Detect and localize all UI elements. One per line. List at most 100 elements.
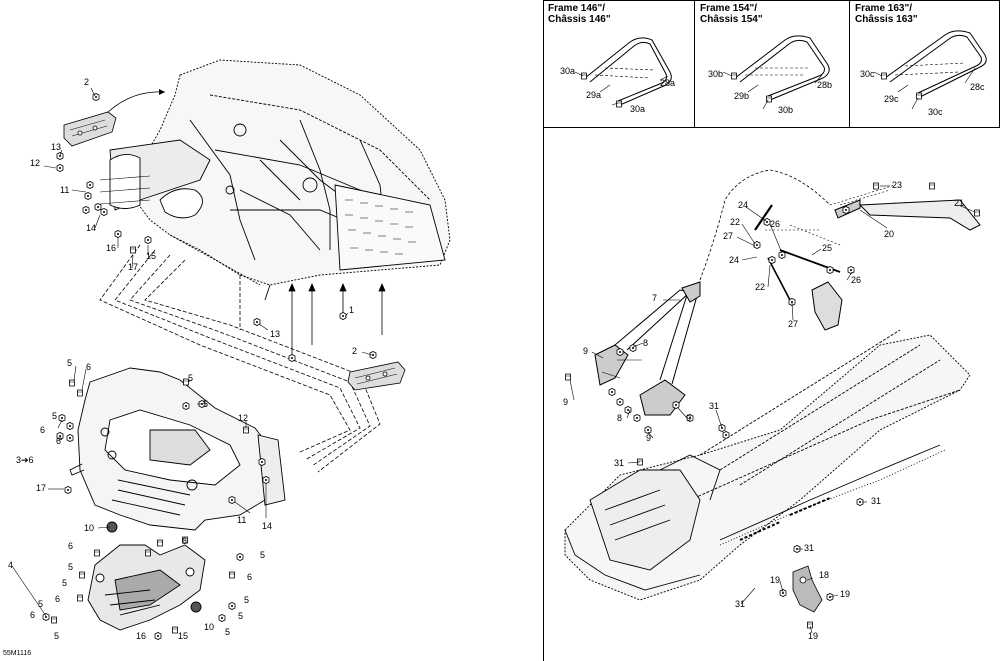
callout-14-top: 14 xyxy=(86,223,97,233)
callout-4: 4 xyxy=(8,560,14,570)
frame-146-title-line1: Frame 146"/ xyxy=(548,3,605,14)
steering-linkage xyxy=(755,185,980,330)
bracket-part-2-top xyxy=(64,112,116,146)
callout-30b-left: 30b xyxy=(708,69,724,79)
callout-25: 25 xyxy=(822,243,833,253)
frame-154-title: Frame 154"/ Châssis 154" xyxy=(700,3,763,25)
callout-31-b: 31 xyxy=(614,458,625,468)
frame-163-title-line2: Châssis 163" xyxy=(855,14,918,25)
callout-27-low: 27 xyxy=(788,319,799,329)
left-leader-lines xyxy=(12,88,372,616)
callout-31-e: 31 xyxy=(735,599,746,609)
callout-30c-bottom: 30c xyxy=(928,107,943,117)
callout-6-g: 6 xyxy=(182,536,188,546)
frame-146-rail xyxy=(585,38,671,105)
callout-10-top: 10 xyxy=(84,523,95,533)
callout-5-c: 5 xyxy=(203,399,209,409)
callout-26-top: 26 xyxy=(770,219,781,229)
callout-19-b: 19 xyxy=(840,589,851,599)
callout-6-h: 6 xyxy=(247,572,253,582)
callout-27-top: 27 xyxy=(723,231,734,241)
callout-15-low: 15 xyxy=(178,631,189,641)
frame-154-title-line1: Frame 154"/ xyxy=(700,3,757,14)
callout-28a: 28a xyxy=(660,78,676,88)
frame-163-title: Frame 163"/ Châssis 163" xyxy=(855,3,918,25)
callout-30b-bottom: 30b xyxy=(778,105,794,115)
bellypan-assembly xyxy=(70,368,285,530)
callout-16-low: 16 xyxy=(136,631,147,641)
callout-28c: 28c xyxy=(970,82,985,92)
callout-8-a: 8 xyxy=(643,338,649,348)
callout-29c: 29c xyxy=(884,94,899,104)
callout-6-a: 6 xyxy=(86,362,92,372)
callout-11-low: 11 xyxy=(237,515,247,525)
callout-29b: 29b xyxy=(734,91,750,101)
right-leader-lines xyxy=(570,186,975,633)
routing-dashed-lines xyxy=(100,245,380,472)
frame-163-rail xyxy=(885,31,986,97)
callout-24-top: 24 xyxy=(738,200,749,210)
arrow-2-to-frame xyxy=(105,92,165,115)
callout-5-a: 5 xyxy=(67,358,73,368)
lower-support-assembly xyxy=(88,522,205,630)
callout-6-b: 6 xyxy=(40,425,46,435)
frame-inset-leaders xyxy=(575,68,975,109)
callout-15-top: 15 xyxy=(146,251,157,261)
callout-22-low: 22 xyxy=(755,282,766,292)
callout-14-low: 14 xyxy=(262,521,273,531)
assembly-arrows xyxy=(289,284,385,355)
callout-17-low: 17 xyxy=(36,483,47,493)
callout-28b: 28b xyxy=(817,80,833,90)
callout-5-e: 5 xyxy=(68,562,74,572)
left-panel-frame xyxy=(543,0,544,661)
callout-12-low: 12 xyxy=(238,413,249,423)
callout-30a-bottom: 30a xyxy=(630,104,646,114)
callout-5-k: 5 xyxy=(244,595,250,605)
callout-1: 1 xyxy=(349,305,355,315)
callout-13-top: 13 xyxy=(51,142,62,152)
callout-11-top: 11 xyxy=(60,185,70,195)
callout-16-top: 16 xyxy=(106,243,117,253)
callout-6-e: 6 xyxy=(55,594,61,604)
bracket-part-2-lower xyxy=(348,362,405,390)
callout-29a: 29a xyxy=(586,90,602,100)
callout-5-l: 5 xyxy=(238,611,244,621)
callout-2-top: 2 xyxy=(84,77,90,87)
callout-26-low: 26 xyxy=(851,275,862,285)
callout-31-d: 31 xyxy=(804,543,815,553)
callout-24-low: 24 xyxy=(729,255,740,265)
callout-19-a: 19 xyxy=(770,575,781,585)
callout-8-b: 8 xyxy=(617,413,623,423)
callout-31-c: 31 xyxy=(871,496,882,506)
frame-146-title: Frame 146"/ Châssis 146" xyxy=(548,3,611,25)
callout-5-f: 5 xyxy=(62,578,68,588)
callout-3-6: 3➔6 xyxy=(16,455,34,465)
callout-9-d: 9 xyxy=(686,413,692,423)
frame-146-title-line2: Châssis 146" xyxy=(548,14,611,25)
callout-6-f: 6 xyxy=(30,610,36,620)
callout-10-low: 10 xyxy=(204,622,215,632)
callout-6-c: 6 xyxy=(56,436,62,446)
callout-2-mid: 2 xyxy=(352,346,358,356)
callout-22-top: 22 xyxy=(730,217,741,227)
tunnel-assembly xyxy=(565,330,970,600)
callout-30a-left: 30a xyxy=(560,66,576,76)
callout-23: 23 xyxy=(892,180,903,190)
callout-18: 18 xyxy=(819,570,830,580)
callout-5-h: 5 xyxy=(54,631,60,641)
callout-5-j: 5 xyxy=(260,550,266,560)
callout-17-top: 17 xyxy=(128,262,139,272)
front-frame-assembly xyxy=(100,60,450,300)
callout-5-g: 5 xyxy=(38,599,44,609)
callout-5-i: 5 xyxy=(225,627,231,637)
column-routing-line xyxy=(700,170,830,280)
callout-9-b: 9 xyxy=(563,397,569,407)
document-code: 55M1116 xyxy=(3,650,32,657)
callout-19-c: 19 xyxy=(808,631,819,641)
callout-20: 20 xyxy=(884,229,895,239)
callout-6-d: 6 xyxy=(68,541,74,551)
frame-163-title-line1: Frame 163"/ xyxy=(855,3,912,14)
callout-31-a: 31 xyxy=(709,401,720,411)
callout-5-d: 5 xyxy=(52,411,58,421)
